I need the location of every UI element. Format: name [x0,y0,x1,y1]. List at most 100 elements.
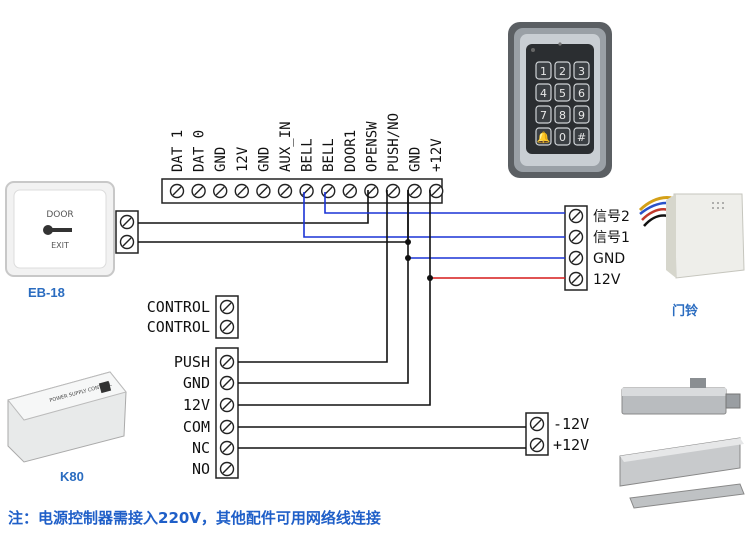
keypad-key: 3 [573,61,590,80]
power-terminal-label: PUSH [174,353,210,371]
exit-button-face-bottom: EXIT [51,241,69,250]
keypad-key-label: # [577,131,586,144]
controller-screw-terminal [342,183,357,199]
power-screw-terminal [219,375,235,391]
keypad-key: 0 [554,127,571,146]
power-screw-terminal [219,440,235,456]
control-screw-terminal [219,319,235,335]
controller-screw-terminal [234,183,250,199]
controller-terminal-label: GND [213,147,229,172]
power-terminal-label: 12V [183,396,210,414]
controller-terminal-label: OPENSW [364,121,380,172]
keypad-key-label: 8 [559,109,566,122]
controller-terminal-label: BELL [321,138,337,172]
keypad-key: 4 [535,83,552,102]
keypad-key: # [573,127,590,146]
controller-screw-terminal [277,183,293,199]
keypad-key-label: 6 [578,87,585,100]
power-supply-caption: K80 [60,469,84,484]
controller-terminal-strip: DAT 1 DAT 0 GND 12V GND AUX_IN BELL BELL DOOR1 OP… [161,113,445,204]
keypad-key: 5 [554,83,571,102]
controller-screw-terminal [321,183,336,199]
lock-screw-terminal [529,437,545,453]
keypad-key: 2 [554,61,571,80]
controller-screw-terminal [169,183,185,199]
wire-push-no [238,190,388,363]
control-screw-terminal [219,299,235,315]
lock-screw-terminal [529,416,545,432]
power-terminal-label: NC [192,439,210,457]
wire-12v-power [238,190,431,406]
power-screw-terminal [219,419,235,435]
keypad-key-label: 🔔 [537,131,551,144]
exit-button-screw-terminal [119,214,135,230]
exit-button-terminal-block [115,210,139,254]
controller-terminal-label: DAT 0 [192,130,208,172]
lock-terminal-label: -12V [553,415,589,433]
doorbell-terminal-label: 12V [593,272,621,288]
keypad-key-label: 0 [559,131,566,144]
controller-terminal-label: GND [256,147,272,172]
power-screw-terminal [219,461,235,477]
doorbell-terminal-label: 信号2 [593,209,630,225]
keypad-key-label: 5 [559,87,566,100]
power-terminal-label: GND [183,374,210,392]
keypad-key-label: 1 [540,65,547,78]
lock-terminal-label: +12V [553,436,589,454]
controller-terminal-label: AUX_IN [278,121,294,172]
controller-terminal-label: DOOR1 [343,130,359,172]
controller-terminal-label: PUSH/NO [386,113,402,172]
exit-button-face-top: DOOR [46,210,73,220]
bolt-lock-device [621,378,741,415]
controller-screw-terminal [407,183,422,199]
doorbell-terminal-label: 信号1 [593,230,630,246]
controller-screw-terminal [212,183,228,199]
keypad-key: 🔔 [535,127,552,146]
controller-screw-terminal [299,183,314,199]
wire-gnd-power [238,190,409,384]
doorbell-device [638,193,745,279]
keypad-key: 6 [573,83,590,102]
exit-button-screw-terminal [119,234,135,250]
wires [138,190,565,449]
keypad-key-label: 2 [559,65,566,78]
wire-bell-signal1 [303,192,565,238]
lock-terminal-block: -12V +12V [525,412,589,456]
wire-exit-opensw [138,190,369,224]
key-icon [43,225,72,235]
controller-screw-terminal [385,183,401,199]
controller-terminal-label: BELL [300,138,316,172]
power-terminal-label: NO [192,460,210,478]
power-terminal-label: COM [183,418,210,436]
controller-screw-terminal [364,183,379,199]
exit-button-device: DOOR EXIT [5,181,115,277]
power-screw-terminal [219,354,235,370]
keypad-key: 1 [535,61,552,80]
doorbell-caption: 门铃 [672,303,698,318]
doorbell-screw-terminal [568,208,584,224]
installation-note: 注：电源控制器需接入220V，其他配件可用网络线连接 [8,509,381,527]
controller-screw-terminal [191,183,206,199]
controller-terminal-label: GND [408,147,424,172]
power-supply-device: POWER SUPPLY CONTROL [7,371,127,463]
wire-bell-signal2 [324,192,565,214]
doorbell-screw-terminal [568,229,584,245]
keypad-key: 8 [554,105,571,124]
controller-terminal-label: 12V [235,146,251,172]
magnetic-lock-device [619,437,745,509]
doorbell-terminal-label: GND [593,251,625,267]
doorbell-screw-terminal [568,250,584,266]
keypad-key-label: 4 [540,87,547,100]
controller-screw-terminal [429,183,444,199]
control-terminal-label: CONTROL [147,298,210,316]
power-terminal-block: PUSH GND 12V COM NC NO [174,347,239,479]
keypad-key-label: 9 [578,109,585,122]
controller-terminal-label: DAT 1 [170,130,186,172]
controller-terminal-label: +12V [429,138,445,172]
keypad-key: 7 [535,105,552,124]
controller-screw-terminal [256,183,271,199]
keypad-key-label: 3 [578,65,585,78]
